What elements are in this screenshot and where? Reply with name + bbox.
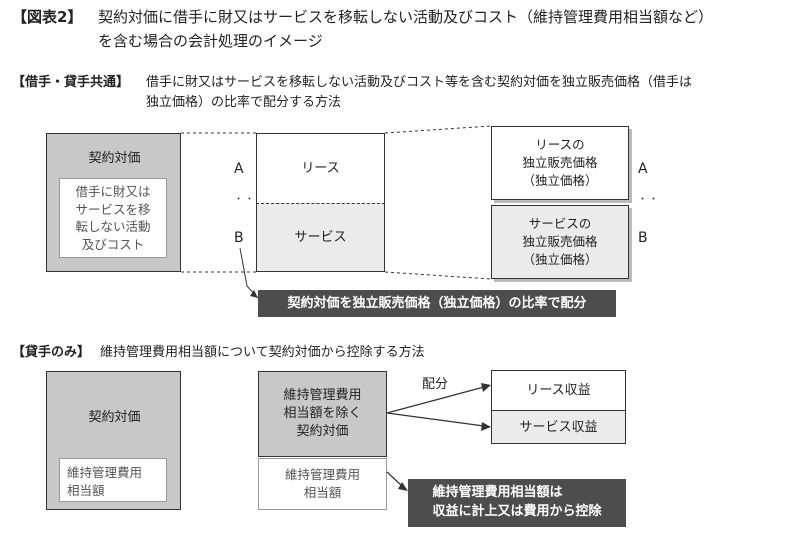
lease-allocation-box: リース [256,133,385,203]
allocate-arrow-lease [386,386,485,414]
non-transfer-cost-text: 借手に財又は サービスを移 転しない活動 及びコスト [75,184,151,252]
callout2-pointer-line [386,471,403,487]
lease-standalone-price-text: リースの 独立販売価格 （独立価格） [522,136,598,189]
service-revenue-box: サービス収益 [491,410,626,444]
section2-label: 【貸手のみ】 [12,345,91,360]
contract-price-box: 契約対価 借手に財又は サービスを移 転しない活動 及びコスト [46,133,181,272]
service-standalone-price-text: サービスの 独立販売価格 （独立価格） [522,215,598,268]
service-standalone-price-box: サービスの 独立販売価格 （独立価格） [491,205,629,279]
marker-a-left: A [234,161,244,177]
service-revenue-text: サービス収益 [519,419,598,435]
allocate-arrowhead-lease [481,383,491,392]
dots-left: ・・ [234,195,257,205]
maintenance-cost-text: 維持管理費用 相当額 [284,466,360,500]
marker-b-left: B [234,230,244,246]
lease-revenue-text: リース収益 [526,383,591,398]
ratio-allocation-callout-text: 契約対価を独立販売価格（独立価格）の比率で配分 [287,296,587,311]
maintenance-cost-inner-box: 維持管理費用 相当額 [59,458,167,502]
lease-revenue-box: リース収益 [491,370,626,410]
section1-description-line2: 独立価格）の比率で配分する方法 [146,95,342,110]
excluded-consideration-box: 維持管理費用 相当額を除く 契約対価 [258,371,387,457]
section2-description: 維持管理費用相当額について契約対価から控除する方法 [100,345,425,360]
excluded-consideration-text: 維持管理費用 相当額を除く 契約対価 [283,387,362,440]
contract-price-box-2: 契約対価 維持管理費用 相当額 [46,371,181,510]
ratio-allocation-callout: 契約対価を独立販売価格（独立価格）の比率で配分 [258,290,616,317]
contract-price-title: 契約対価 [88,151,141,166]
allocate-arrowhead-service [481,422,491,431]
dashed-connector-top-right [384,125,492,134]
lease-standalone-price-box: リースの 独立販売価格 （独立価格） [491,126,629,200]
allocate-label: 配分 [422,377,449,392]
maintenance-cost-box: 維持管理費用 相当額 [258,458,387,510]
section1-label: 【借手・貸手共通】 [12,75,130,90]
maintenance-treatment-callout: 維持管理費用相当額は 収益に計上又は費用から控除 [408,479,626,527]
callout-arrowhead [250,290,258,298]
contract-price-title-2: 契約対価 [88,410,141,425]
figure-tag: 【図表2】 [12,8,83,26]
lease-allocation-label: リース [301,161,340,176]
section1-description-line1: 借手に財又はサービスを移転しない活動及びコスト等を含む契約対価を独立販売価格（借… [146,75,693,90]
service-allocation-box: サービス [256,203,385,272]
non-transfer-cost-box: 借手に財又は サービスを移 転しない活動 及びコスト [59,178,167,258]
dashed-connector-bottom-right [384,271,492,280]
dots-right: ・・ [638,195,661,205]
marker-b-right: B [638,230,648,246]
marker-a-right: A [638,161,648,177]
allocate-arrow-service [386,412,485,427]
figure-title-line1: 契約対価に借手に財又はサービスを移転しない活動及びコスト（維持管理費用相当額など… [98,8,714,26]
service-allocation-label: サービス [294,230,347,245]
callout2-arrowhead [398,482,408,491]
maintenance-cost-inner-text: 維持管理費用 相当額 [67,465,143,499]
maintenance-treatment-callout-text: 維持管理費用相当額は 収益に計上又は費用から控除 [432,485,602,519]
figure-title-line2: を含む場合の会計処理のイメージ [98,32,323,50]
